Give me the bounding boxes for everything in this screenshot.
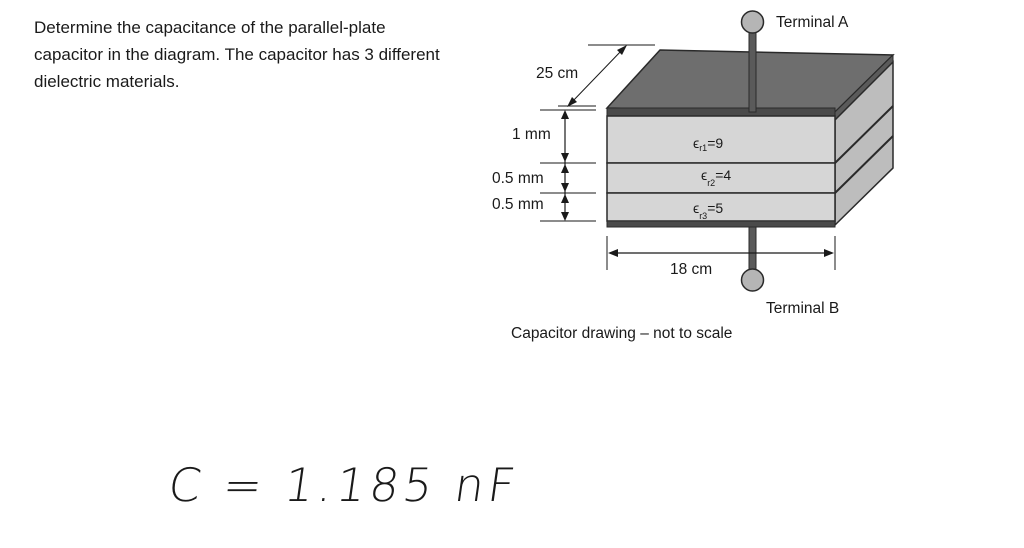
layer-3-thickness: 0.5 mm (492, 196, 544, 213)
layer-2-thickness: 0.5 mm (492, 170, 544, 187)
depth-dim-line (570, 48, 624, 104)
dielectric-layer-2 (606, 162, 836, 194)
top-plate-front (606, 107, 836, 117)
terminal-b-icon (740, 268, 765, 292)
diagram-caption: Capacitor drawing – not to scale (511, 325, 732, 342)
terminal-b-label: Terminal B (766, 300, 839, 317)
question-text: Determine the capacitance of the paralle… (34, 18, 440, 91)
width-label: 18 cm (670, 261, 712, 278)
layer-1-permittivity: ϵr1=9 (693, 135, 723, 153)
handwritten-answer: C = 1.185 nF (165, 458, 523, 512)
terminal-b-rod (748, 226, 757, 270)
layer-1-thickness: 1 mm (512, 126, 551, 143)
layer-3-permittivity: ϵr3=5 (693, 200, 723, 221)
depth-label: 25 cm (536, 65, 578, 82)
bottom-plate (606, 220, 836, 228)
terminal-a-label: Terminal A (776, 14, 849, 31)
dielectric-layer-3 (606, 192, 836, 222)
dielectric-layer-1 (606, 115, 836, 164)
layer-2-permittivity: ϵr2=4 (701, 167, 731, 188)
terminal-a-rod (748, 27, 757, 113)
terminal-a-icon (740, 10, 765, 34)
